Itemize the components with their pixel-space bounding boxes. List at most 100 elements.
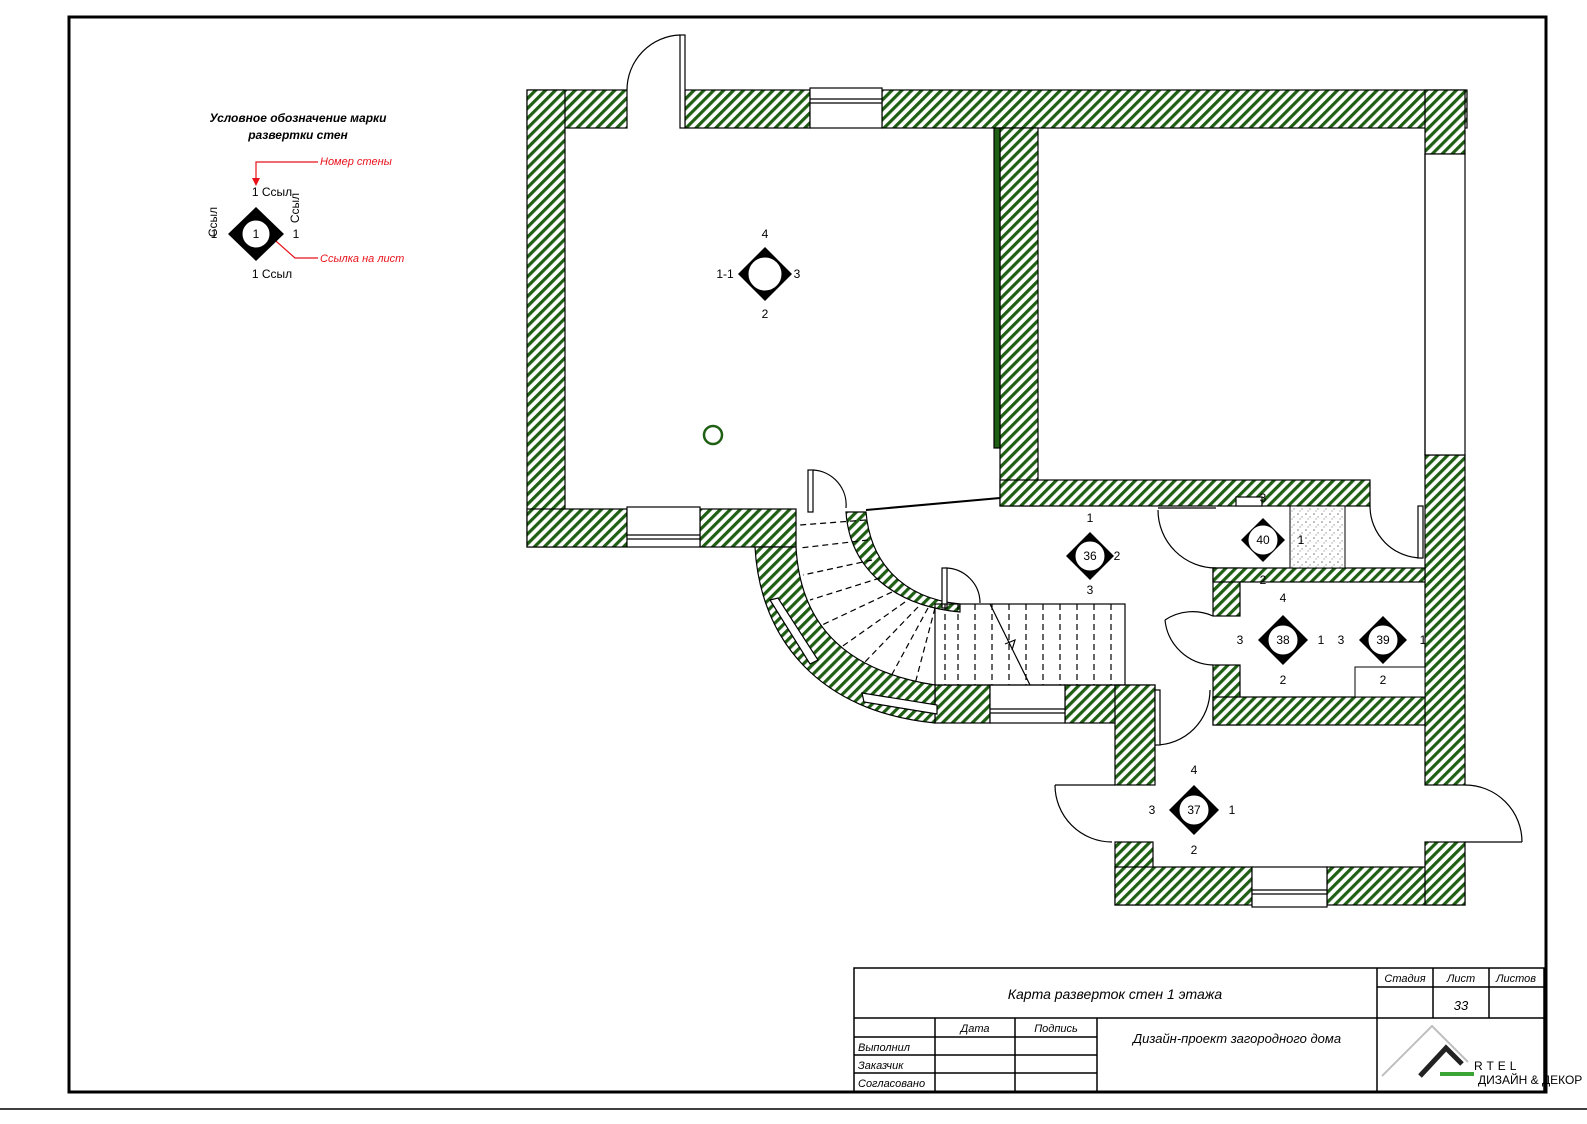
wall-segment [1114,866,1253,906]
wall-segment [1424,841,1466,906]
marker-wall-right: 1 [1229,803,1236,817]
wall-segment [881,89,1468,129]
marker-wall-top: 4 [1191,763,1198,777]
wall-segment [1114,684,1156,786]
logo-text: RTEL [1474,1059,1520,1073]
legend-marker-center: 1 [253,227,260,241]
wall-segment [934,684,991,724]
marker-circle [1367,624,1399,656]
marker-wall-right: 1 [1298,533,1305,547]
staircase [799,519,1126,686]
marker-wall-bottom: 2 [1380,673,1387,687]
marker-wall-bottom: 2 [762,307,769,321]
door-leaf [1235,496,1263,507]
door-swing [1154,689,1211,746]
door-swing [1369,505,1423,559]
door-swing [1164,619,1214,666]
marker-wall-left: 1-1 [716,267,734,281]
marker-sheet-ref: 37 [1187,803,1201,817]
legend-title-line1: Условное обозначение марки [210,111,388,125]
walls [526,89,1468,906]
title-block-text: Карта разверток стен 1 этажа Стадия Лист… [858,973,1536,1090]
column-circle [702,424,724,446]
countertop [1354,666,1426,698]
marker-wall-right: 1 [1318,633,1325,647]
curved-wall [754,546,936,724]
window [1424,153,1466,456]
sheet-link-note: Ссылка на лист [320,253,404,265]
sheet-header: Лист [1446,973,1475,985]
window [861,692,938,715]
row-approved: Согласовано [858,1078,925,1090]
door-swing [944,567,981,604]
door-leaf [807,469,814,513]
window [989,684,1066,724]
sheet-title: Карта разверток стен 1 этажа [1008,986,1223,1002]
drawing-frame [67,15,1548,1094]
door-swing [626,34,681,91]
marker-sheet-ref: 39 [1376,633,1390,647]
marker-wall-left: 3 [1149,803,1156,817]
door-swing [812,469,847,509]
wall-segment [999,127,1039,507]
red-arrow [267,233,318,259]
legend-right-label: Ссыл [288,193,302,223]
door-swing [1464,784,1523,843]
marker-wall-top: 4 [762,227,769,241]
wall-number-note: Номер стены [320,156,392,168]
wall-segment [699,508,797,548]
logo-subtitle: ДИЗАЙН & ДЕКОР [1478,1072,1582,1087]
legend-top-label: 1 Ссыл [252,185,292,199]
legend-title-line2: развертки стен [247,128,348,142]
project-name: Дизайн-проект загородного дома [1131,1031,1341,1046]
marker-wall-left: 3 [1237,633,1244,647]
door-leaf [1154,689,1161,746]
wall-segment [999,479,1371,507]
marker-wall-left: 3 [1338,633,1345,647]
windows [626,87,1466,908]
elevation-marker: 4 3 2 1-1 [716,227,800,321]
marker-wall-right: 2 [1114,549,1121,563]
door-leaf [1417,505,1424,559]
marker-circle [1178,794,1210,826]
window [626,506,701,548]
wall-segment [1424,454,1466,786]
marker-wall-top: 3 [1260,491,1267,505]
wall-segment [1212,567,1426,583]
row-made-by: Выполнил [858,1042,910,1054]
sheets-header: Листов [1495,973,1536,985]
marker-wall-bottom: 3 [1087,583,1094,597]
wall-segment [993,127,1001,449]
wall-segment [1424,89,1466,155]
marker-circle [1247,524,1279,556]
marker-wall-right: 1 [1420,633,1427,647]
stage-header: Стадия [1384,973,1425,985]
curved-wall-inner [845,511,961,613]
marker-circle [1267,624,1299,656]
marker-circle [747,256,783,292]
legend-left-label: Ссыл [206,207,220,237]
wall-segment [526,89,566,548]
marker-sheet-ref: 40 [1256,533,1270,547]
marker-wall-right: 3 [794,267,801,281]
wall-segment [1212,696,1426,726]
fireplace-tile [1289,505,1346,569]
legend-bottom-label: 1 Ссыл [252,267,292,281]
wall-segment [684,89,811,129]
marker-wall-bottom: 2 [1260,573,1267,587]
company-logo: RTEL ДИЗАЙН & ДЕКОР [1381,1024,1582,1087]
marker-wall-bottom: 2 [1280,673,1287,687]
door-leaf [679,34,686,129]
legend-left-num: 1 [211,227,218,241]
door-swing [1054,784,1113,843]
elevation-marker: 40 3 1 2 [1241,491,1305,587]
marker-sheet-ref: 36 [1083,549,1097,563]
door-leaf [865,497,1001,511]
window [1251,866,1328,908]
title-block [853,967,1545,1093]
marker-circle [1074,540,1106,572]
